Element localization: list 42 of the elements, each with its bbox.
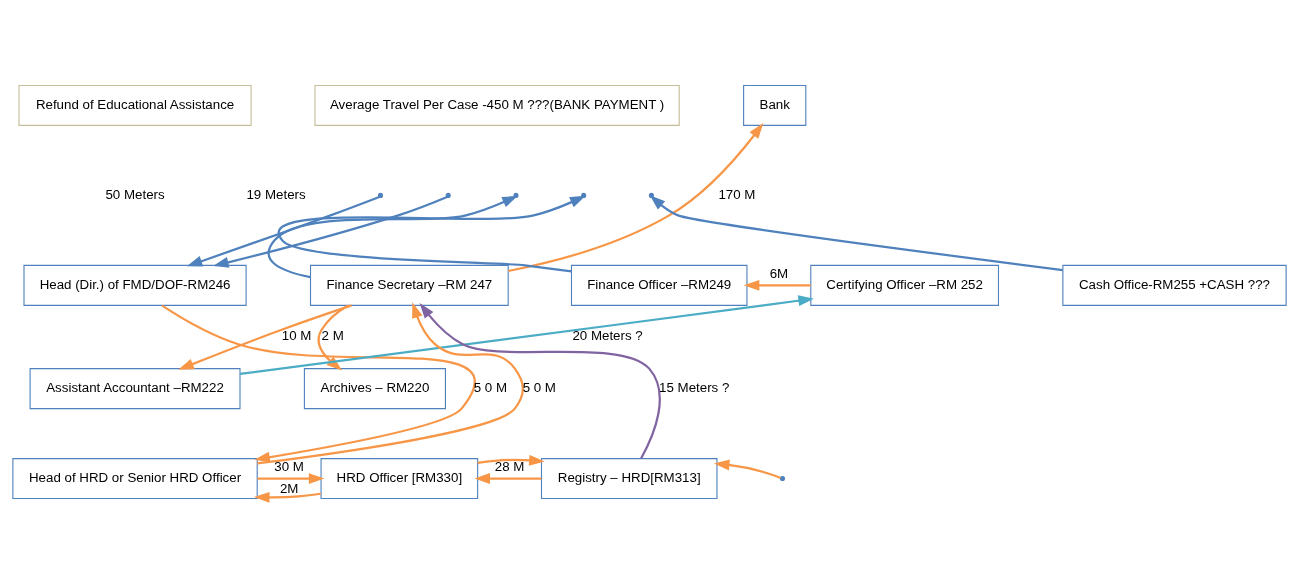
arrow bbox=[649, 195, 1063, 272]
arrow bbox=[713, 459, 781, 479]
label: 19 Meters bbox=[246, 186, 306, 202]
arrow bbox=[477, 454, 545, 466]
label: 50 Meters bbox=[105, 186, 165, 202]
node-box: Assistant Accountant –RM222 bbox=[29, 368, 241, 410]
arrow bbox=[161, 304, 476, 463]
edge-label: 2M bbox=[279, 480, 299, 496]
node-box: Finance Officer –RM249 bbox=[570, 264, 748, 306]
arrow bbox=[257, 473, 325, 485]
node-box: Average Travel Per Case -450 M ???(BANK PAYMENT ) bbox=[314, 84, 680, 126]
node-box: Registry – HRD[RM313] bbox=[540, 458, 718, 500]
arrow bbox=[267, 195, 518, 279]
arrow bbox=[474, 473, 542, 485]
edge-label: 20 Meters ? bbox=[572, 328, 643, 344]
node-box: Head of HRD or Senior HRD Officer bbox=[12, 458, 258, 500]
arrow bbox=[240, 295, 814, 375]
arrow bbox=[508, 123, 764, 273]
node-box: HRD Officer [RM330] bbox=[320, 458, 479, 500]
edge-label: 5 0 M bbox=[522, 380, 556, 396]
node-box: Refund of Educational Assistance bbox=[18, 84, 252, 126]
edge-label: 15 Meters ? bbox=[659, 380, 730, 396]
edge-label: 30 M bbox=[274, 459, 304, 475]
node-box: Bank bbox=[743, 84, 807, 126]
edge-label: 2 M bbox=[321, 328, 344, 344]
node-box: Finance Secretary –RM 247 bbox=[309, 264, 509, 306]
arrow bbox=[743, 279, 811, 291]
arrow bbox=[186, 195, 380, 267]
node-box: Head (Dir.) of FMD/DOF-RM246 bbox=[23, 264, 247, 306]
edge-label: 6M bbox=[769, 266, 789, 282]
arrow bbox=[253, 491, 321, 503]
edge-label: 28 M bbox=[494, 459, 525, 475]
arrow bbox=[419, 302, 661, 459]
arrow bbox=[279, 195, 586, 273]
arrow bbox=[257, 302, 524, 465]
node-box: Cash Office-RM255 +CASH ??? bbox=[1062, 264, 1287, 306]
node-box: Certifying Officer –RM 252 bbox=[810, 264, 1000, 306]
edge-label: 10 M bbox=[281, 328, 312, 344]
arrow bbox=[213, 196, 448, 268]
node-box: Archives – RM220 bbox=[303, 368, 446, 410]
edge-label: 5 0 M bbox=[473, 380, 508, 396]
edge-label: 170 M bbox=[718, 186, 756, 202]
